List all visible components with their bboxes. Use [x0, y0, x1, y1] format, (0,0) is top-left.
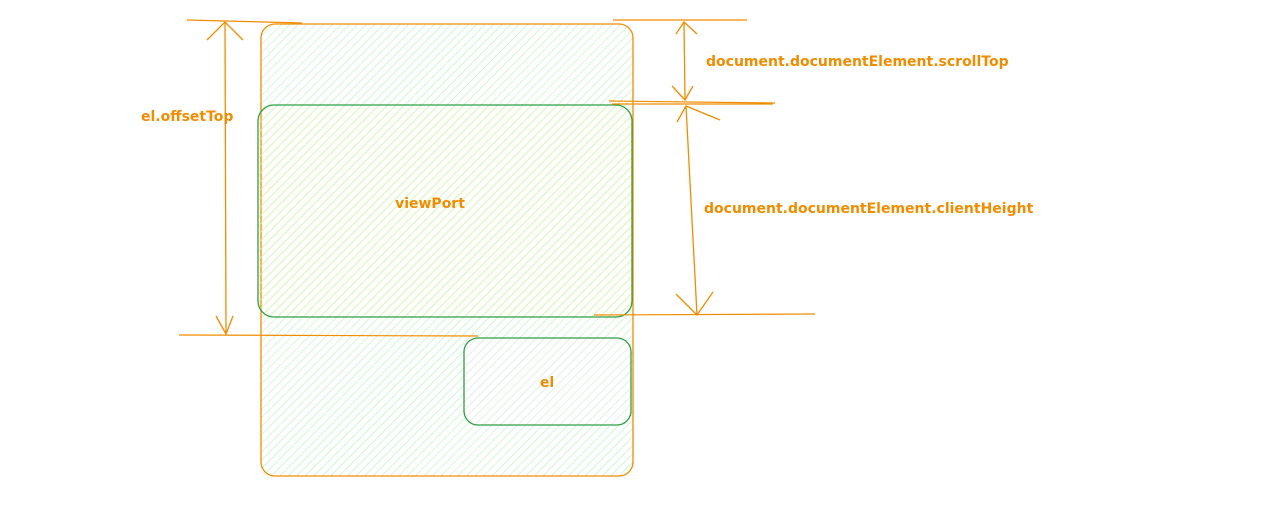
- offset-top-bottom-line: [178, 334, 479, 337]
- viewport-label: viewPort: [395, 196, 465, 212]
- client-height-bottom-line: [593, 313, 816, 316]
- el-box: [463, 337, 632, 426]
- offset-top-top-line: [186, 19, 303, 24]
- offset-top-arrow: [206, 21, 244, 336]
- el-label: el: [540, 375, 554, 391]
- client-height-arrow: [675, 105, 721, 317]
- scroll-top-arrow: [671, 21, 698, 102]
- viewport-box: [257, 104, 633, 318]
- offset-top-label: el.offsetTop: [141, 109, 233, 125]
- client-height-label: document.documentElement.clientHeight: [704, 201, 1034, 217]
- scroll-top-label: document.documentElement.scrollTop: [706, 54, 1009, 70]
- scroll-top-bottom-line: [608, 100, 776, 104]
